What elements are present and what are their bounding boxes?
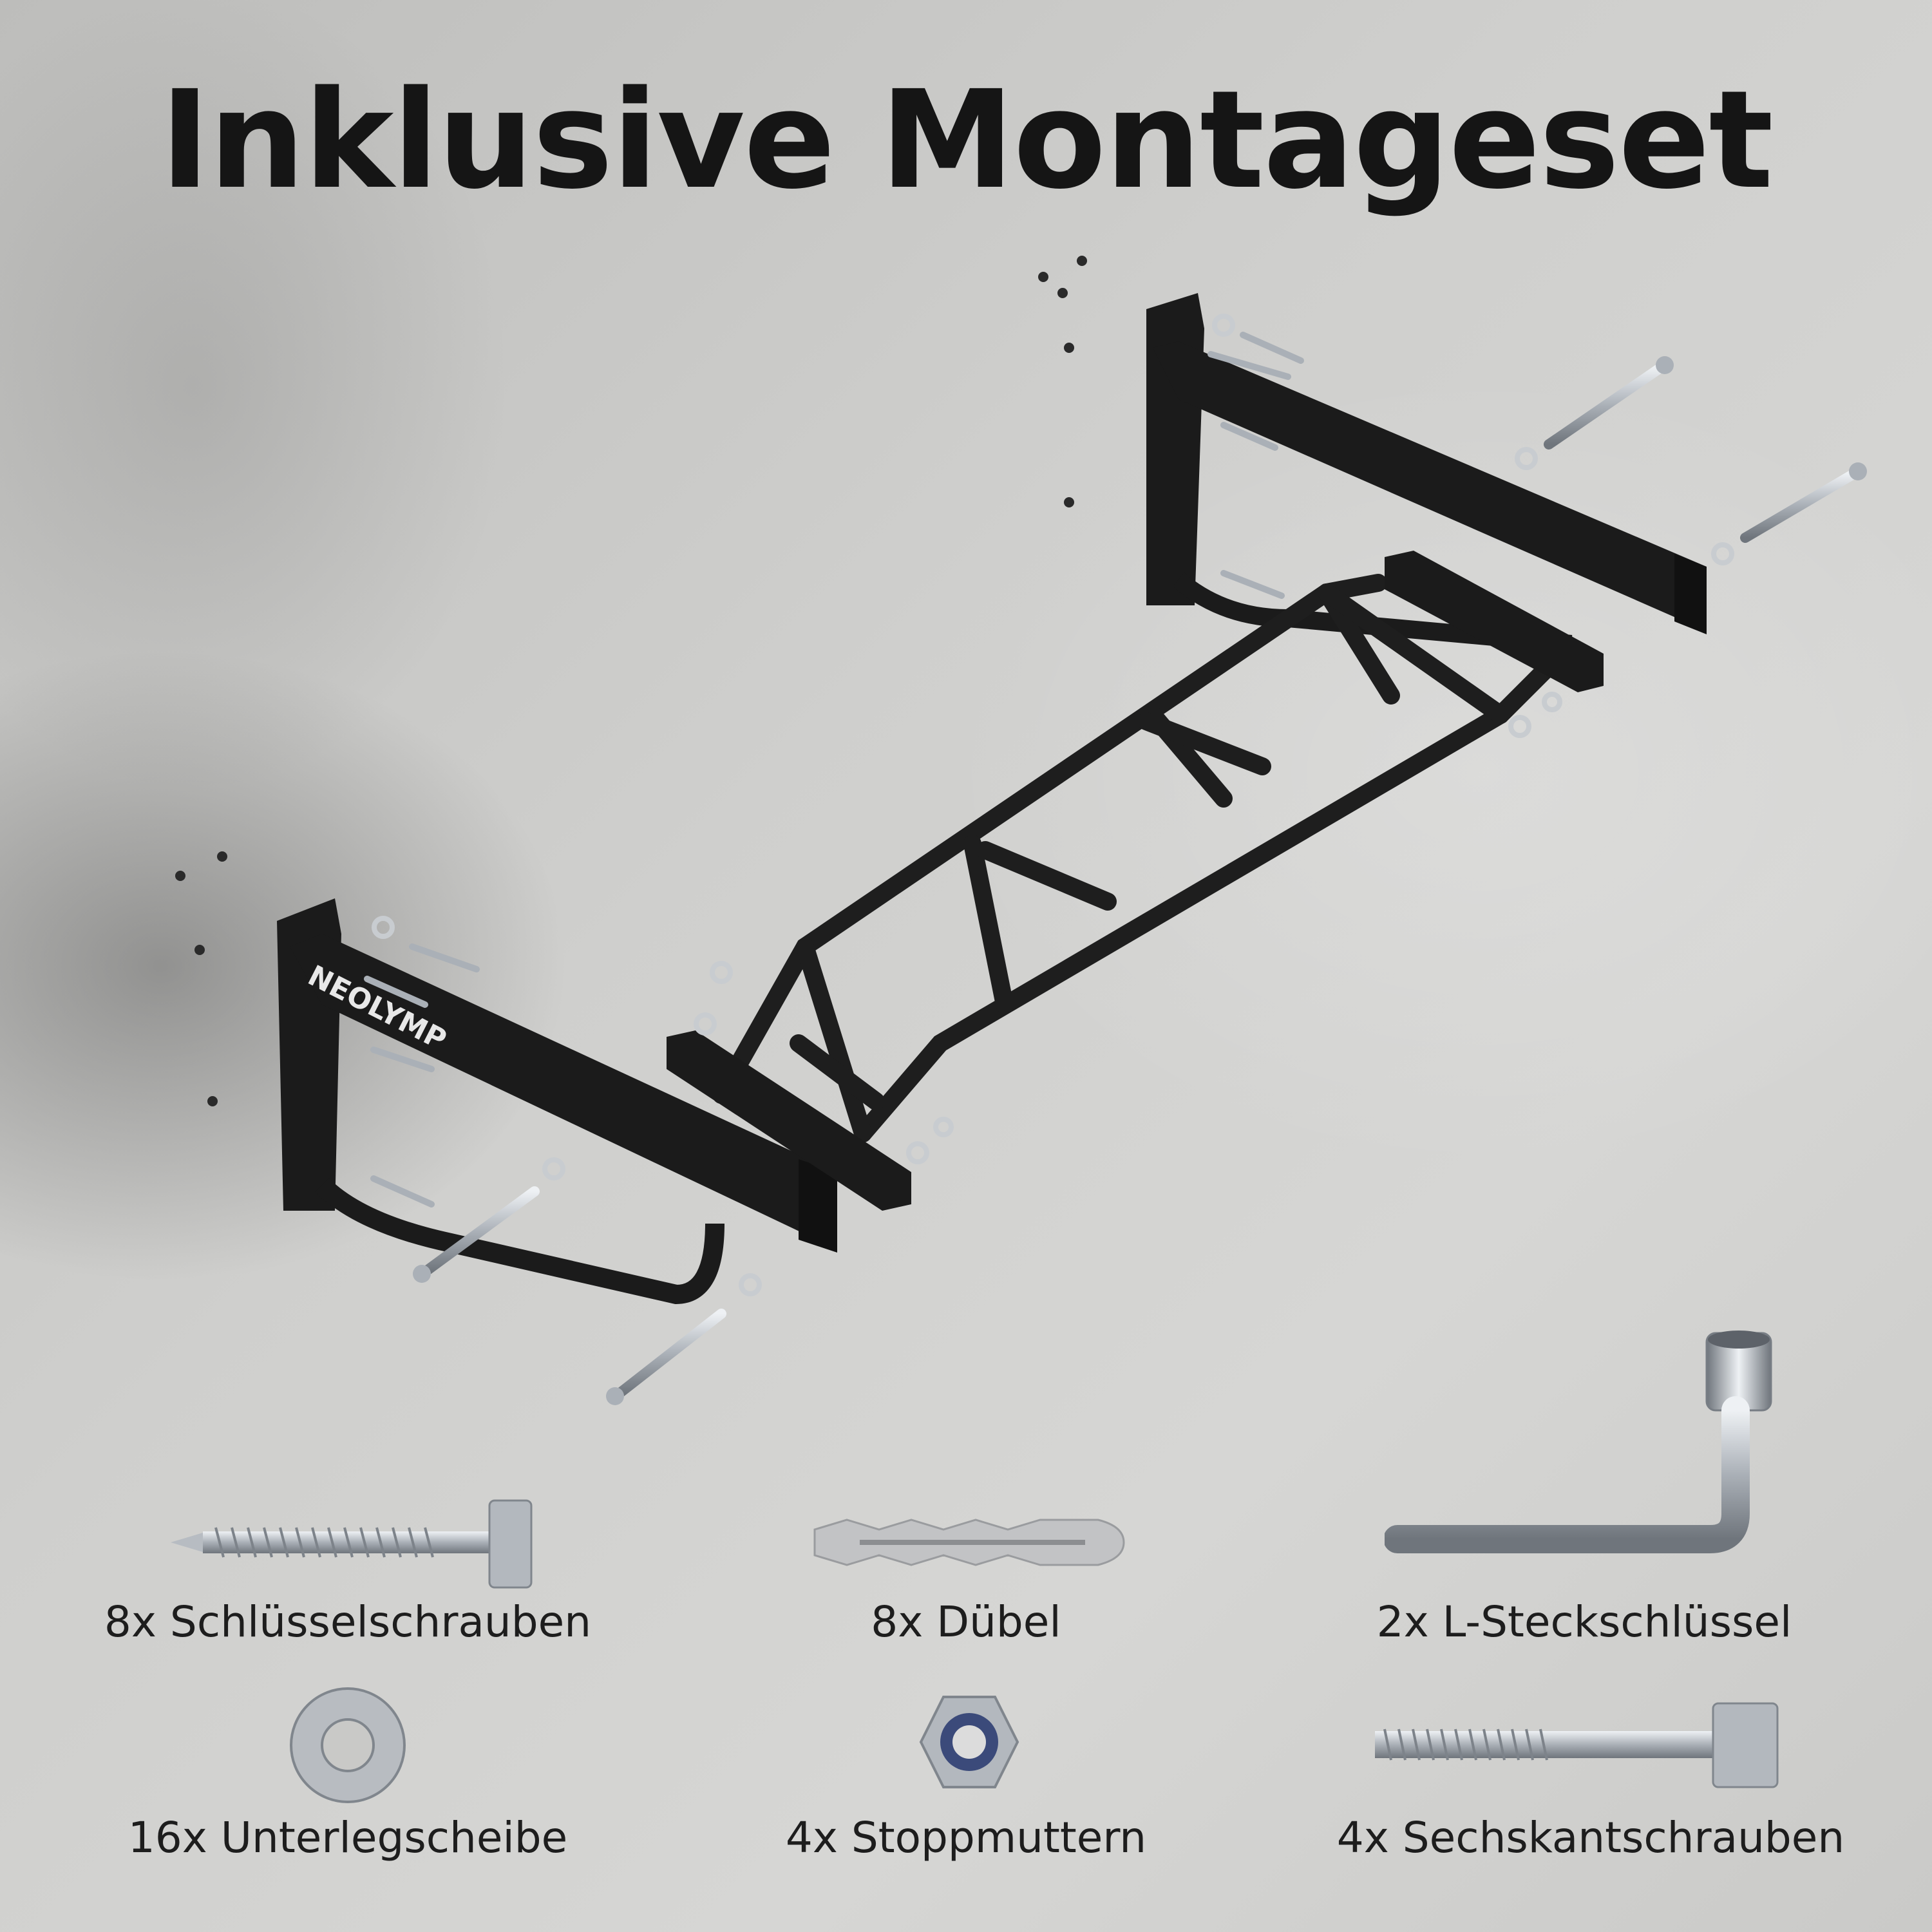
item-label-lag-screws: 8x Schlüsselschrauben [104,1597,592,1647]
lower-wall-bracket [277,898,837,1305]
mounting-hardware [364,314,1867,1405]
lock-nut-icon [919,1696,1019,1788]
bar-mount-plate-lower [667,1030,911,1211]
drill-holes [175,256,1087,1106]
multi-grip-bar [712,574,1555,1142]
washer-icon [290,1687,406,1803]
page-title: Inklusive Montageset [160,61,1774,219]
pullup-bar-exploded-view: NEOLYMP [175,256,1867,1405]
item-label-hex-bolts: 4x Sechskantschrauben [1336,1813,1845,1862]
lag-screw-icon [171,1499,533,1589]
item-label-l-wrenches: 2x L-Steckschlüssel [1376,1597,1792,1647]
l-socket-wrench-icon [1385,1331,1772,1553]
item-label-wall-plugs: 8x Dübel [871,1597,1061,1647]
hex-bolt-icon [1375,1702,1779,1788]
item-label-lock-nuts: 4x Stoppmuttern [785,1813,1147,1862]
wall-plug-icon [813,1519,1125,1566]
bar-mount-plate-upper [1385,551,1604,692]
item-label-washers: 16x Unterlegscheibe [128,1813,568,1862]
